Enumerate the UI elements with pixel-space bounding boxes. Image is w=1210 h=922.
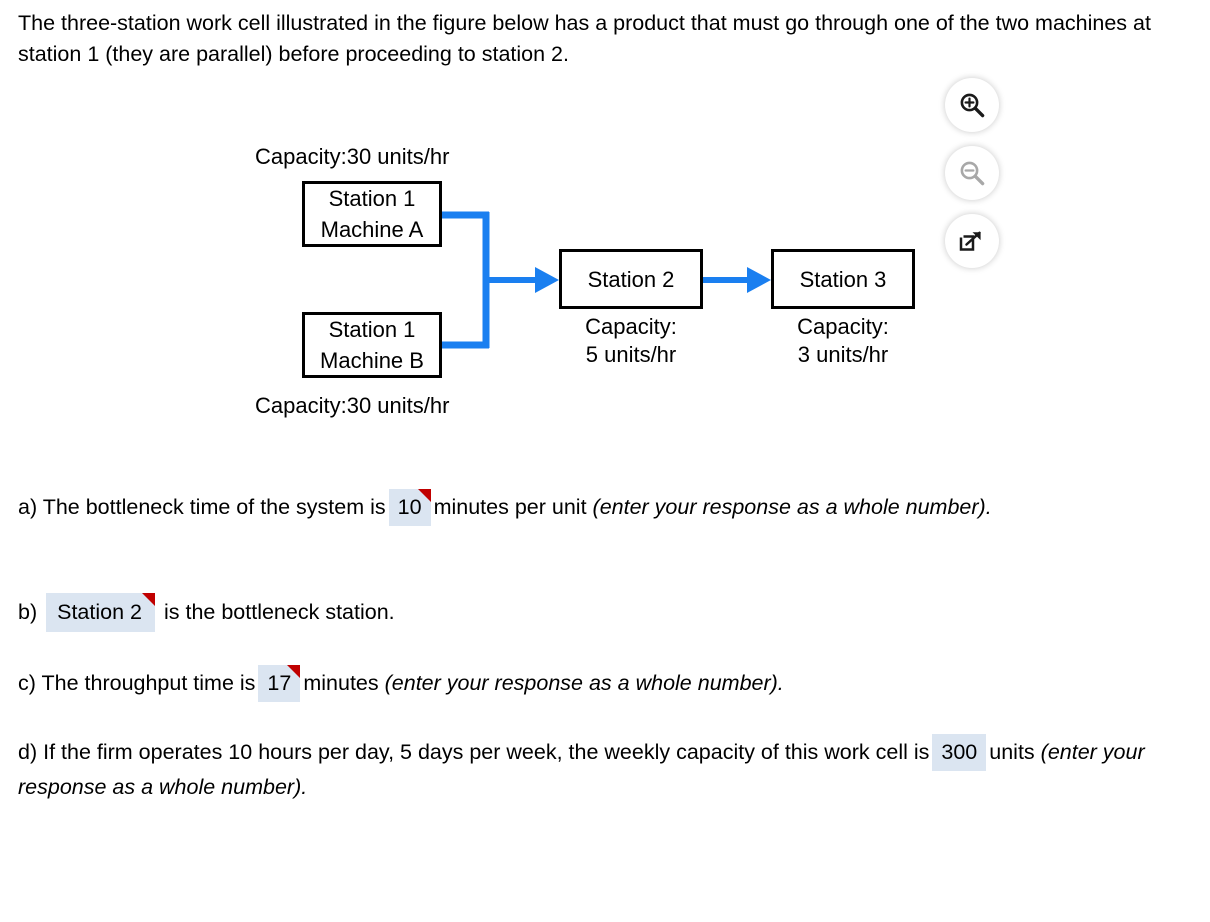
node-machine-b: Station 1 Machine B xyxy=(302,312,442,378)
question-d-hint: (enter your response as a whole number). xyxy=(18,740,1145,799)
node-machine-b-line1: Station 1 xyxy=(328,317,416,342)
flow-connectors xyxy=(442,211,771,349)
answer-field-d[interactable]: 300 xyxy=(932,734,987,771)
node-station-2-label: Station 2 xyxy=(587,266,675,292)
pop-out-icon xyxy=(957,226,987,256)
node-station-2: Station 2 xyxy=(559,249,703,309)
question-c-middle: minutes xyxy=(303,671,379,695)
station-2-capacity-label: Capacity: 5 units/hr xyxy=(559,313,703,369)
question-d: d) If the firm operates 10 hours per day… xyxy=(18,734,1198,803)
station-2-capacity-line2: 5 units/hr xyxy=(585,342,677,367)
station-3-capacity-line1: Capacity: xyxy=(797,314,889,339)
machine-b-capacity-label: Capacity:30 units/hr xyxy=(255,393,450,418)
question-a-middle: minutes per unit xyxy=(433,495,587,519)
question-d-prefix: d) If the firm operates 10 hours per day… xyxy=(18,740,930,764)
question-a-prefix: a) The bottleneck time of the system is xyxy=(18,495,386,519)
node-machine-b-line2: Machine B xyxy=(320,348,424,373)
node-machine-a-line2: Machine A xyxy=(320,217,424,242)
node-machine-a-line1: Station 1 xyxy=(328,186,416,211)
station-3-capacity-label: Capacity: 3 units/hr xyxy=(771,313,915,369)
question-b: b) Station 2 is the bottleneck station. xyxy=(18,593,1198,632)
station-2-capacity-line1: Capacity: xyxy=(585,314,677,339)
question-b-prefix: b) xyxy=(18,600,38,624)
answer-field-c[interactable]: 17 xyxy=(258,665,301,702)
node-station-3: Station 3 xyxy=(771,249,915,309)
machine-a-capacity-label: Capacity:30 units/hr xyxy=(255,144,450,169)
question-d-middle: units xyxy=(989,740,1035,764)
answer-select-b[interactable]: Station 2 xyxy=(46,593,155,632)
question-c-hint: (enter your response as a whole number). xyxy=(384,671,784,695)
node-station-3-label: Station 3 xyxy=(799,266,887,292)
answer-field-a[interactable]: 10 xyxy=(388,489,431,526)
zoom-in-button[interactable] xyxy=(945,78,999,132)
node-machine-a: Station 1 Machine A xyxy=(302,181,442,247)
station-3-capacity-line2: 3 units/hr xyxy=(797,342,889,367)
problem-statement: The three-station work cell illustrated … xyxy=(18,11,1151,66)
question-c-prefix: c) The throughput time is xyxy=(18,671,256,695)
pop-out-button[interactable] xyxy=(945,214,999,268)
zoom-out-icon xyxy=(957,158,987,188)
work-cell-diagram: Capacity:30 units/hr Station 1 Machine A… xyxy=(0,130,960,430)
zoom-in-icon xyxy=(957,90,987,120)
question-a-hint: (enter your response as a whole number). xyxy=(592,495,992,519)
figure-toolbar xyxy=(945,78,1001,282)
zoom-out-button[interactable] xyxy=(945,146,999,200)
question-b-suffix: is the bottleneck station. xyxy=(163,600,395,624)
